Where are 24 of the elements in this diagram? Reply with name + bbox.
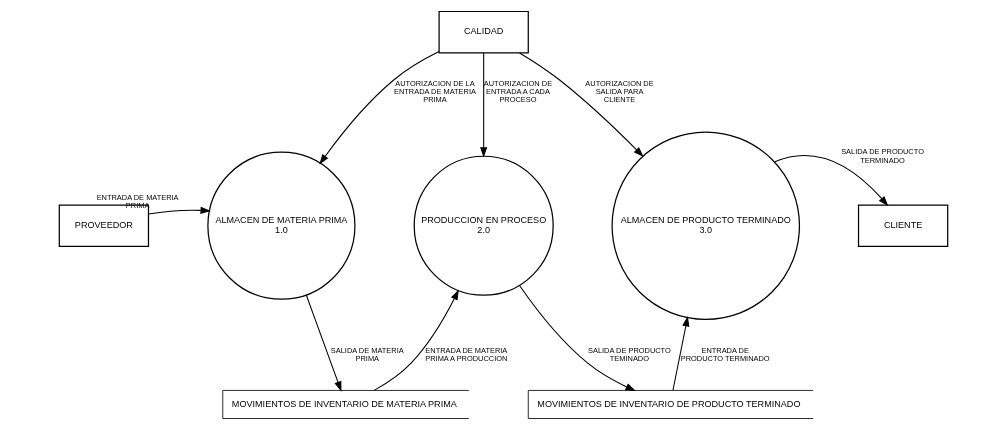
arrow [373, 289, 459, 391]
edge-label: ENTRADA DE MATERIA PRIMA [96, 193, 179, 211]
arrow [518, 285, 636, 392]
edge-label: ENTRADA DE MATERIA PRIMA A PRODUCCION [424, 345, 507, 363]
arrow [305, 294, 341, 392]
arrow [518, 52, 644, 158]
arrow [671, 316, 689, 391]
node-text: MOVIMIENTOS DE INVENTARIO DE PRODUCTO TERMINADO [536, 398, 800, 409]
edge-label: SALIDA DE PRODUCTO TEMINADO [587, 345, 671, 363]
node-circle: PRODUCCION EN PROCESO 2.0 [413, 155, 554, 296]
edge-label: AUTORIZACION DE LA ENTRADA DE MATERIA PRIMA [393, 78, 476, 105]
arrow [318, 51, 440, 165]
node-box: CLIENTE [857, 204, 948, 247]
node-text: MOVIMIENTOS DE INVENTARIO DE MATERIA PRIMA [231, 398, 457, 409]
node-circle: ALMACEN DE PRODUCTO TERMINADO 3.0 [611, 131, 800, 321]
edge-label: SALIDA DE MATERIA PRIMA [330, 345, 404, 363]
edge-label: AUTORIZACION DE SALIDA PARA CLIENTE [584, 78, 654, 105]
arrow [773, 155, 888, 207]
edge-label: ENTRADA DE PRODUCTO TERMINADO [680, 345, 770, 363]
edge-label: AUTORIZACION DE ENTRADA A CADA PROCESO [483, 78, 552, 105]
arrow [479, 52, 487, 158]
arrow [147, 206, 211, 215]
node-box: CALIDAD [438, 10, 529, 54]
edge-label: SALIDA DE PRODUCTO TERMINADO [840, 147, 924, 165]
